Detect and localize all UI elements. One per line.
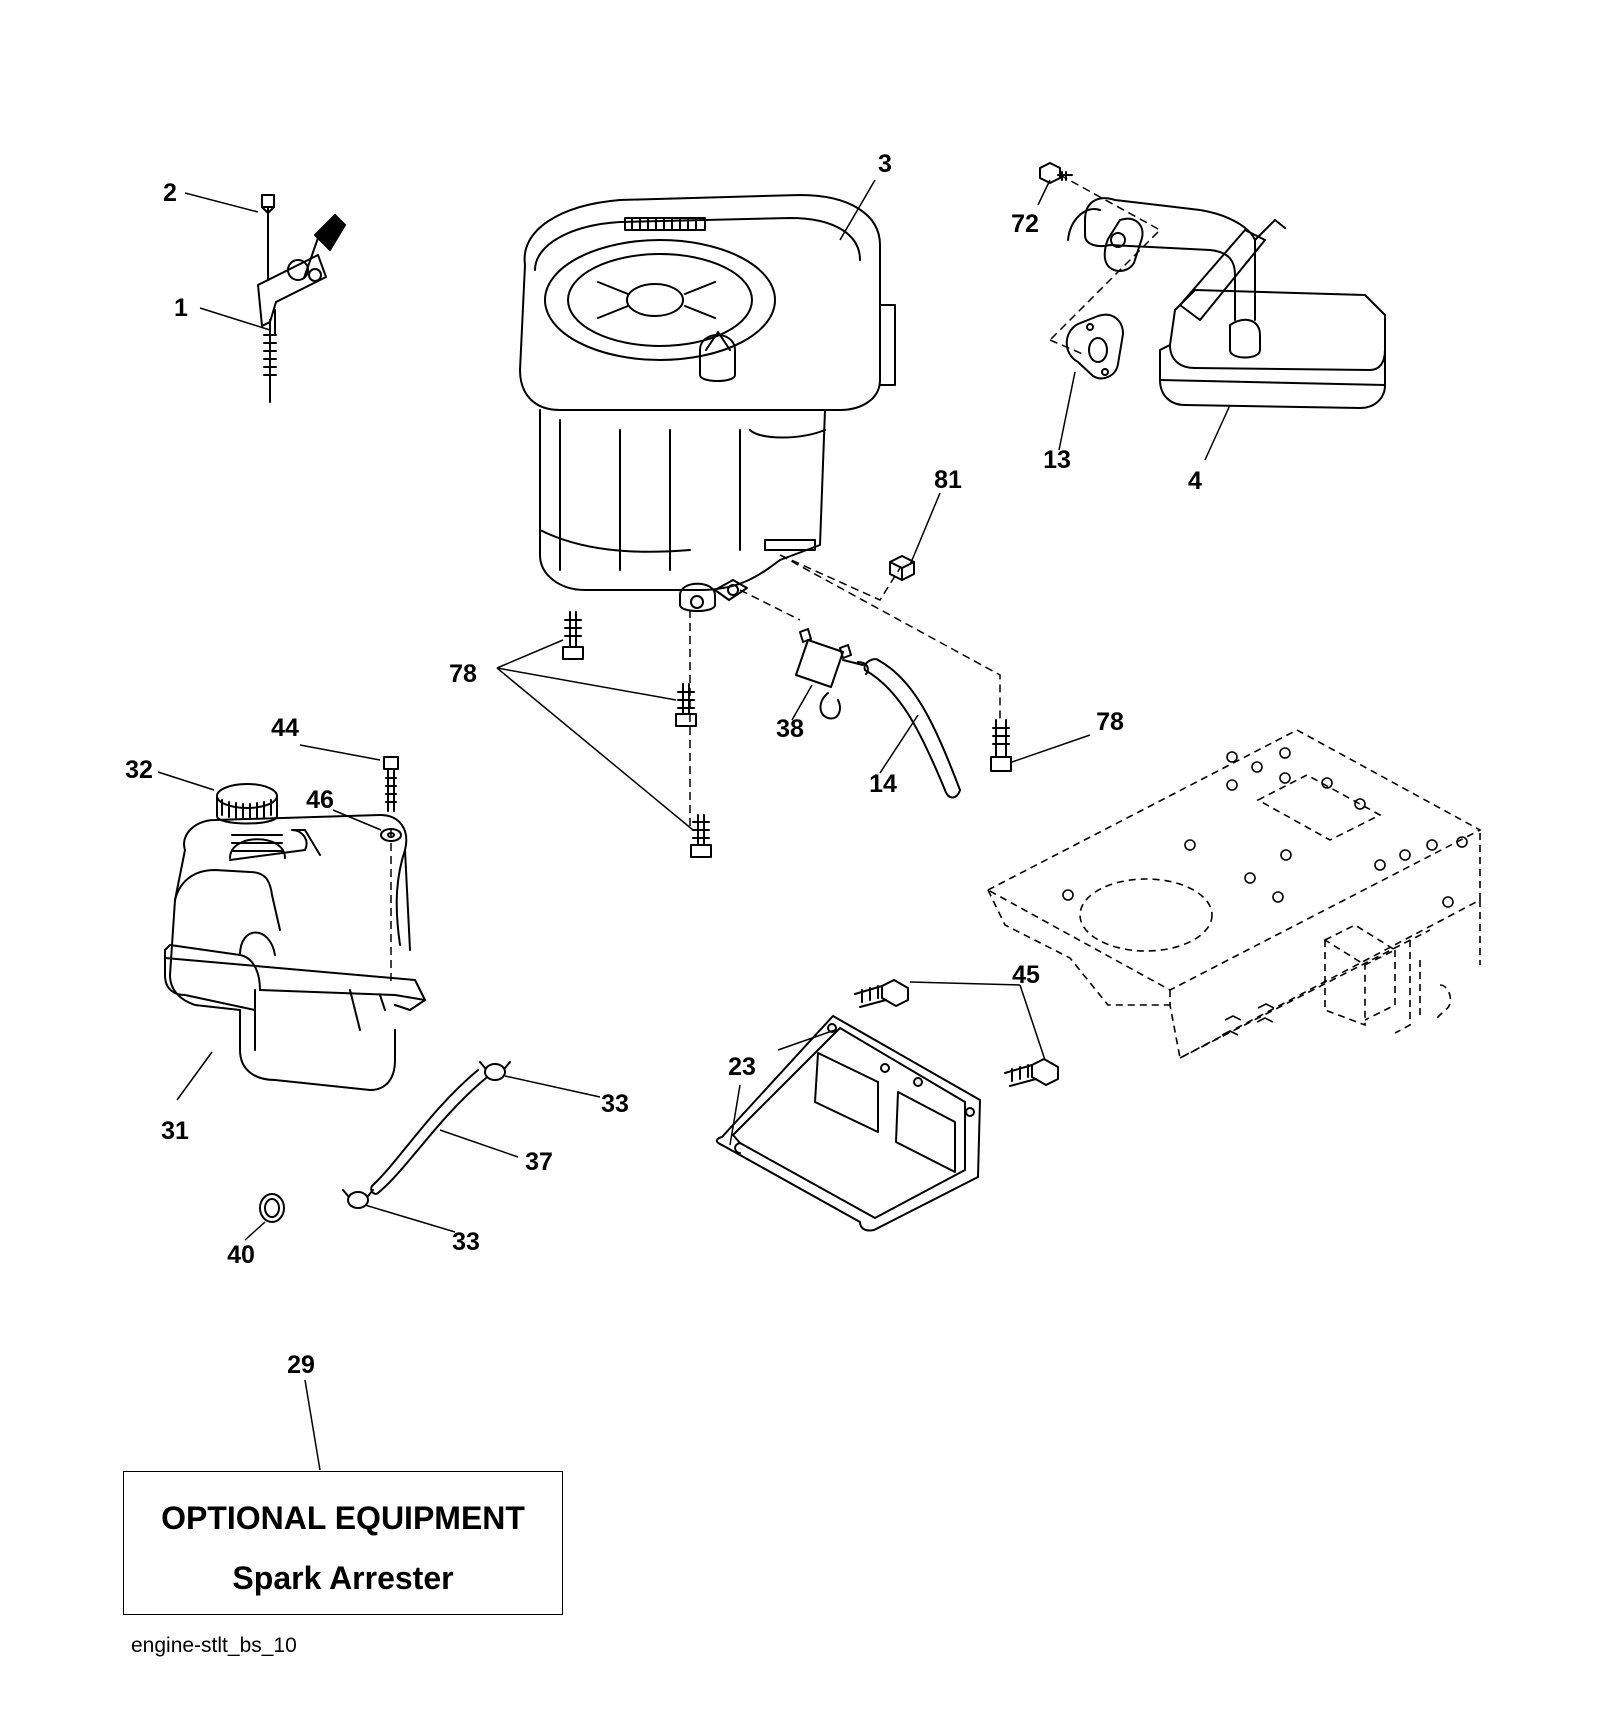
callout-46: 46 (306, 786, 334, 814)
callout-44: 44 (271, 714, 299, 742)
assembly-lines (390, 174, 1162, 985)
grommet-40-part (259, 1193, 285, 1223)
callout-14: 14 (869, 770, 897, 798)
bolt-72-part (1039, 162, 1073, 184)
frame-reference-part (986, 729, 1482, 1060)
optional-equipment-heading: OPTIONAL EQUIPMENT (161, 1500, 525, 1536)
optional-equipment-box: OPTIONAL EQUIPMENT Spark Arrester (123, 1471, 563, 1615)
callout-2: 2 (163, 179, 177, 207)
nut-81-part (889, 555, 915, 581)
leader-lines (157, 179, 1231, 1471)
hose-clamp-33-part (342, 1061, 511, 1209)
fuel-line-14-part (863, 658, 961, 799)
callout-78-right: 78 (1096, 708, 1124, 736)
optional-equipment-item: Spark Arrester (232, 1560, 454, 1596)
callout-4: 4 (1188, 467, 1202, 495)
callout-31: 31 (161, 1117, 189, 1145)
gasket-13-part (1065, 313, 1124, 380)
callout-40: 40 (227, 1241, 255, 1269)
fuel-cap-32-part (216, 783, 278, 825)
engine-part (519, 194, 896, 612)
leader-23 (777, 1029, 836, 1051)
callout-33-upper: 33 (601, 1090, 629, 1118)
callout-1: 1 (174, 294, 188, 322)
callout-78-left: 78 (449, 660, 477, 688)
throttle-control-part (257, 194, 346, 403)
callout-38: 38 (776, 715, 804, 743)
callout-3: 3 (878, 150, 892, 178)
fuel-filter-38-part (795, 628, 869, 720)
frame-holes (1062, 747, 1468, 1036)
fuel-tank-part (164, 814, 426, 1091)
callout-29: 29 (287, 1351, 315, 1379)
diagram-code: engine-stlt_bs_10 (131, 1634, 297, 1657)
callout-23: 23 (728, 1053, 756, 1081)
muffler-part (1067, 197, 1386, 409)
callout-45: 45 (1012, 961, 1040, 989)
heat-shield-23-part (715, 1015, 981, 1232)
screw-45-part (854, 979, 1059, 1087)
callout-13: 13 (1043, 446, 1071, 474)
callout-81: 81 (934, 466, 962, 494)
callout-33-lower: 33 (452, 1228, 480, 1256)
fuel-line-37-part (370, 1069, 487, 1195)
callout-32: 32 (125, 756, 153, 784)
callout-37: 37 (525, 1148, 553, 1176)
screw-44-part (383, 756, 399, 812)
callout-72: 72 (1011, 210, 1039, 238)
